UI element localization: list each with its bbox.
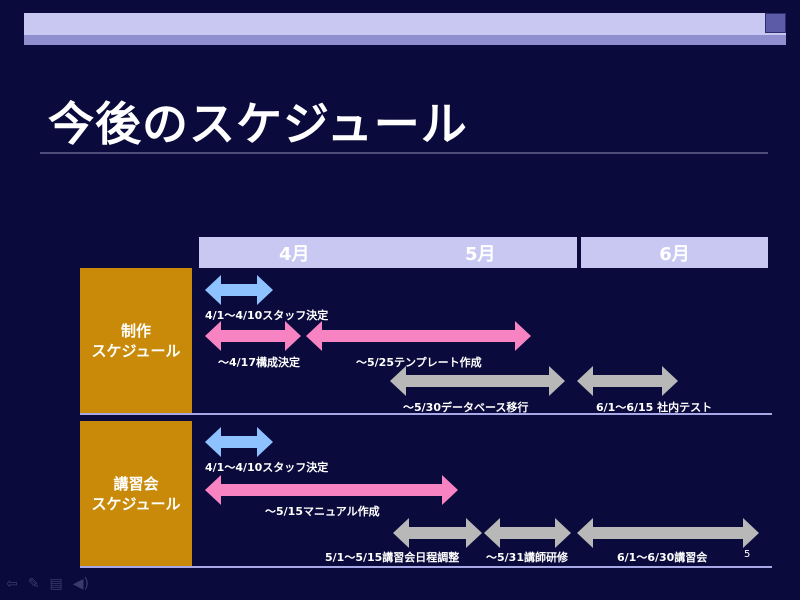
month-header-apr-may: 4月 5月 [199, 237, 577, 268]
arrow-sem-training [484, 518, 571, 548]
back-arrow-icon[interactable]: ⇦ [6, 576, 18, 592]
row-divider-1 [80, 413, 772, 415]
row-label-seminar: 講習会 スケジュール [80, 421, 192, 566]
task-prod-template: ～5/25テンプレート作成 [356, 356, 482, 369]
arrow-prod-staff [205, 275, 273, 305]
title-underline [40, 152, 768, 154]
task-prod-test: 6/1～6/15 社内テスト [596, 401, 713, 414]
task-sem-seminar: 6/1～6/30講習会 [617, 551, 708, 564]
arrow-prod-structure [205, 321, 301, 351]
header-decor-bar [24, 13, 786, 35]
arrow-sem-seminar [577, 518, 759, 548]
speaker-icon[interactable]: ◀) [72, 576, 89, 592]
slideshow-toolbar: ⇦ ✎ ▤ ◀) [6, 576, 89, 592]
month-may: 5月 [465, 243, 496, 265]
row-divider-2 [80, 566, 772, 568]
month-april: 4月 [279, 243, 310, 265]
slide-title: 今後のスケジュール [48, 97, 468, 151]
arrow-prod-test [577, 366, 678, 396]
pen-icon[interactable]: ✎ [27, 576, 40, 592]
task-sem-training: ～5/31講師研修 [486, 551, 568, 564]
row-label-production: 制作 スケジュール [80, 268, 192, 413]
task-sem-schedule: 5/1～5/15講習会日程調整 [325, 551, 460, 564]
month-june-label: 6月 [659, 243, 690, 265]
page-number: 5 [744, 549, 751, 560]
task-sem-manual: ～5/15マニュアル作成 [265, 505, 380, 518]
header-decor-strip [24, 35, 786, 45]
arrow-prod-template [306, 321, 531, 351]
arrow-prod-database [390, 366, 565, 396]
arrow-sem-staff [205, 427, 273, 457]
slide-menu-icon[interactable]: ▤ [49, 576, 63, 592]
arrow-sem-schedule [393, 518, 482, 548]
task-prod-structure: ～4/17構成決定 [218, 356, 300, 369]
arrow-sem-manual [205, 475, 458, 505]
task-prod-staff: 4/1～4/10スタッフ決定 [205, 309, 329, 322]
month-separator [577, 237, 581, 268]
header-decor-square [765, 13, 786, 33]
task-prod-database: ～5/30データベース移行 [403, 401, 529, 414]
task-sem-staff: 4/1～4/10スタッフ決定 [205, 461, 329, 474]
month-june: 6月 [581, 237, 768, 268]
